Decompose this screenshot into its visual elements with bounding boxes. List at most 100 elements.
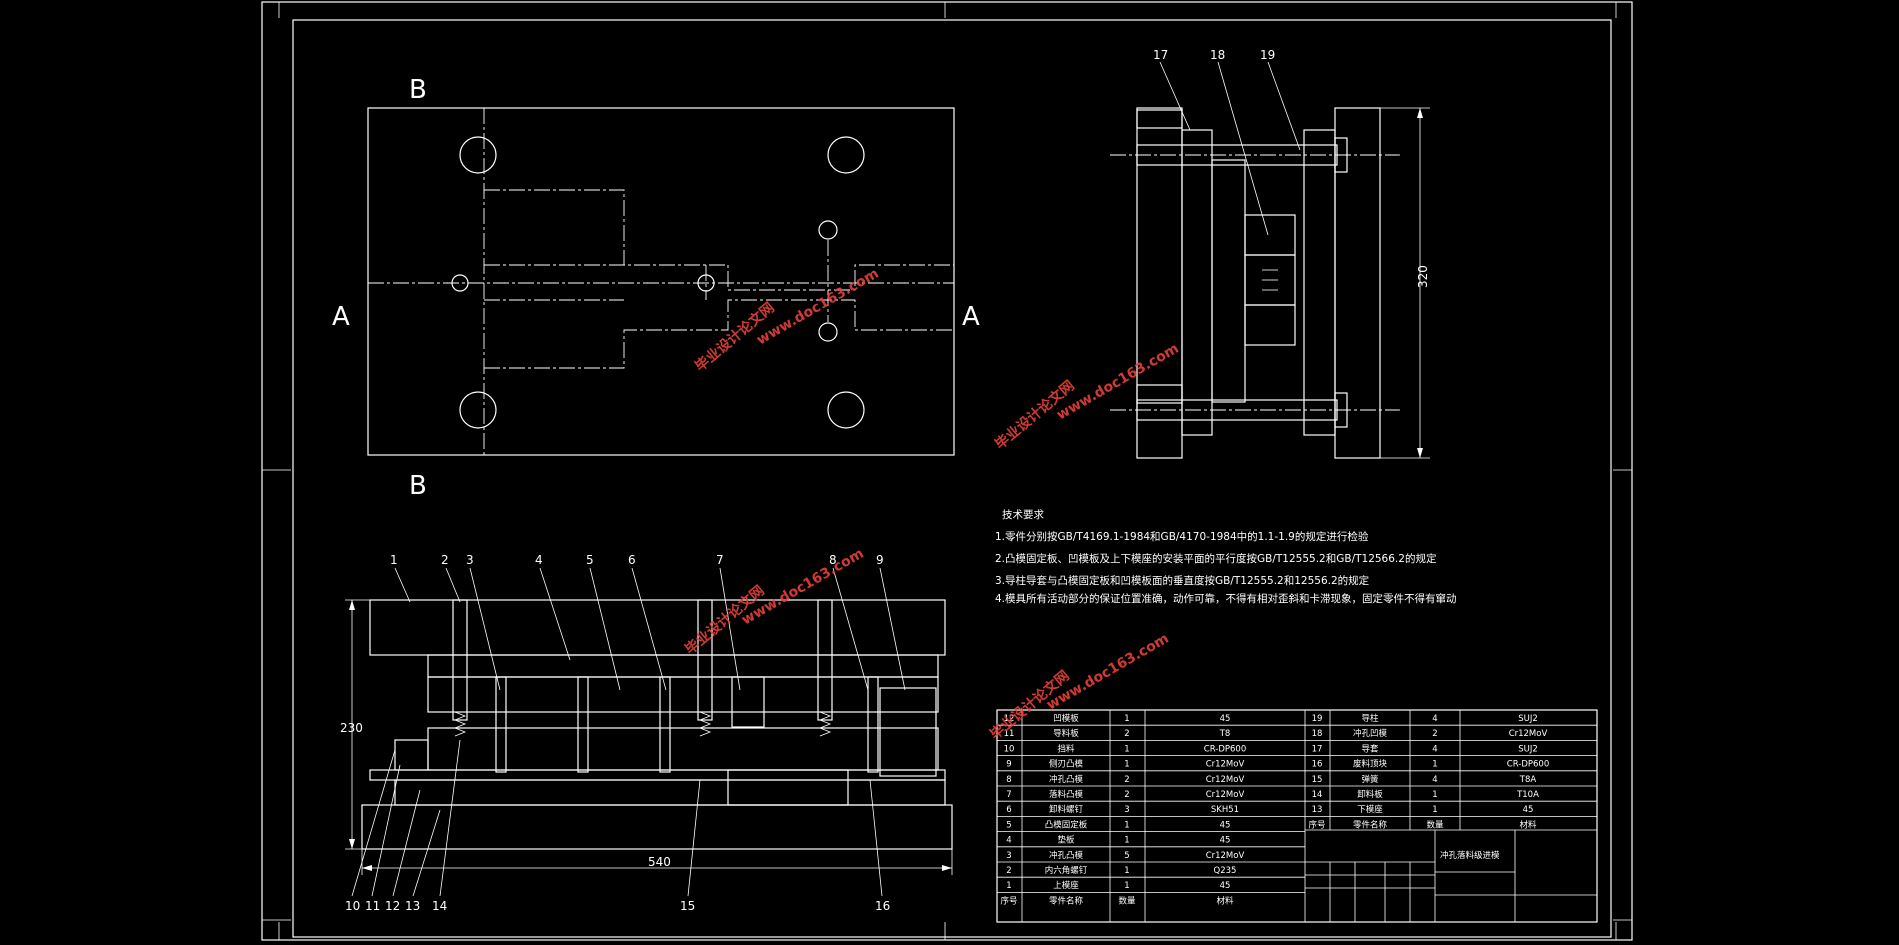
bom-cell: 13 xyxy=(1312,805,1323,815)
drawing-frame xyxy=(261,1,1633,941)
bom-cell: 4 xyxy=(1432,714,1437,724)
part-label-12: 12 xyxy=(385,899,400,913)
bom-cell: 1 xyxy=(1124,866,1129,876)
bom-cell: 2 xyxy=(1124,729,1129,739)
bom-cell: 1 xyxy=(1124,744,1129,754)
bom-cell: Q235 xyxy=(1214,866,1237,876)
watermarks: 毕业设计论文网 www.doc163.com 毕业设计论文网 www.doc16… xyxy=(682,265,1182,743)
bom-cell: 4 xyxy=(1006,836,1011,846)
bom-cell: 内六角螺钉 xyxy=(1045,865,1088,876)
bom-cell: 14 xyxy=(1312,790,1323,800)
bom-cell: 2 xyxy=(1124,775,1129,785)
section-label-b-top: B xyxy=(409,75,427,105)
bom-cell: 4 xyxy=(1432,775,1437,785)
bom-cell: 2 xyxy=(1006,866,1011,876)
dimension-320: 320 xyxy=(1416,265,1430,288)
bom-cell: 凸模固定板 xyxy=(1045,819,1088,830)
bom-cell: 1 xyxy=(1124,714,1129,724)
bom-cell: 冲孔凹模 xyxy=(1353,728,1388,739)
bom-cell: 凹模板 xyxy=(1053,713,1079,724)
bom-cell: 1 xyxy=(1432,805,1437,815)
dimension-540: 540 xyxy=(648,855,671,869)
part-label-8: 8 xyxy=(829,553,837,567)
bom-cell: 2 xyxy=(1432,729,1437,739)
part-label-13: 13 xyxy=(405,899,420,913)
part-label-18: 18 xyxy=(1210,48,1225,62)
bom-cell: 挡料 xyxy=(1057,743,1075,754)
bom-cell: 垫板 xyxy=(1057,835,1075,846)
section-label-a-left: A xyxy=(332,302,350,332)
watermark-url: www.doc163.com xyxy=(1054,340,1182,423)
bom-cell: 45 xyxy=(1220,820,1231,830)
bom-cell: 1 xyxy=(1432,790,1437,800)
part-label-4: 4 xyxy=(535,553,543,567)
bom-cell: 45 xyxy=(1220,836,1231,846)
bom-header-cell: 数量 xyxy=(1118,895,1136,906)
requirement-item: 3.导柱导套与凸模固定板和凹模板面的垂直度按GB/T12555.2和12556.… xyxy=(995,574,1370,587)
bom-cell: 导料板 xyxy=(1053,728,1079,739)
requirement-item: 1.零件分别按GB/T4169.1-1984和GB/4170-1984中的1.1… xyxy=(995,530,1369,543)
bom-cell: 5 xyxy=(1124,851,1129,861)
requirements-title: 技术要求 xyxy=(1002,508,1044,521)
bom-cell: 15 xyxy=(1312,775,1323,785)
requirement-item: 4.模具所有活动部分的保证位置准确，动作可靠，不得有相对歪斜和卡滞现象，固定零件… xyxy=(995,592,1457,605)
bom-cell: Cr12MoV xyxy=(1206,851,1245,861)
bom-header-cell: 材料 xyxy=(1519,819,1537,830)
bom-cell: 1 xyxy=(1124,836,1129,846)
part-label-2: 2 xyxy=(441,553,449,567)
bom-cell: 2 xyxy=(1124,790,1129,800)
part-label-17: 17 xyxy=(1153,48,1168,62)
part-label-5: 5 xyxy=(586,553,594,567)
bom-cell: T8 xyxy=(1219,729,1231,739)
bom-cell: 卸料板 xyxy=(1357,789,1383,800)
bom-header-cell: 序号 xyxy=(1308,819,1325,830)
bom-cell: 19 xyxy=(1312,714,1323,724)
drawing-name: 冲孔落料级进模 xyxy=(1440,850,1500,861)
dimension-230: 230 xyxy=(340,721,363,735)
bom-cell: 1 xyxy=(1124,820,1129,830)
plan-view xyxy=(367,107,955,456)
main-section-view xyxy=(345,567,953,897)
bom-cell: Cr12MoV xyxy=(1206,760,1245,770)
bom-cell: SUJ2 xyxy=(1518,714,1538,724)
bom-cell: Cr12MoV xyxy=(1206,775,1245,785)
bom-cell: 16 xyxy=(1312,760,1323,770)
bom-cell: T10A xyxy=(1516,790,1539,800)
bom-cell: 1 xyxy=(1006,881,1011,891)
bom-cell: 1 xyxy=(1124,760,1129,770)
bom-cell: 导柱 xyxy=(1361,713,1379,724)
bom-cell: 12 xyxy=(1004,714,1015,724)
bom-cell: 侧刃凸模 xyxy=(1049,759,1084,770)
bom-cell: 冲孔凸模 xyxy=(1049,850,1084,861)
part-label-16: 16 xyxy=(875,899,890,913)
bom-cell: 7 xyxy=(1006,790,1011,800)
bom-cell: 上模座 xyxy=(1053,880,1079,891)
bom-cell: 1 xyxy=(1124,881,1129,891)
bom-cell: 3 xyxy=(1124,805,1129,815)
bom-cell: 废料顶块 xyxy=(1353,759,1388,770)
bom-cell: 17 xyxy=(1312,744,1323,754)
bom-cell: 3 xyxy=(1006,851,1011,861)
side-section-view xyxy=(1110,61,1430,459)
bom-header-cell: 材料 xyxy=(1216,895,1234,906)
part-label-11: 11 xyxy=(365,899,380,913)
bom-cell: 11 xyxy=(1004,729,1015,739)
part-label-14: 14 xyxy=(432,899,447,913)
bom-cell: 落料凸模 xyxy=(1049,789,1084,800)
bom-cell: CR-DP600 xyxy=(1204,744,1246,754)
bom-cell: 9 xyxy=(1006,760,1011,770)
part-label-15: 15 xyxy=(680,899,695,913)
part-label-7: 7 xyxy=(716,553,724,567)
bom-cell: 18 xyxy=(1312,729,1323,739)
bom-cell: 45 xyxy=(1220,881,1231,891)
bom-cell: 5 xyxy=(1006,820,1011,830)
bom-cell: 导套 xyxy=(1361,743,1379,754)
bom-cell: 4 xyxy=(1432,744,1437,754)
part-label-9: 9 xyxy=(876,553,884,567)
bom-cell: 卸料螺钉 xyxy=(1049,804,1084,815)
bom-cell: 6 xyxy=(1006,805,1011,815)
bom-cell: T8A xyxy=(1519,775,1537,785)
bom-cell: SKH51 xyxy=(1211,805,1239,815)
